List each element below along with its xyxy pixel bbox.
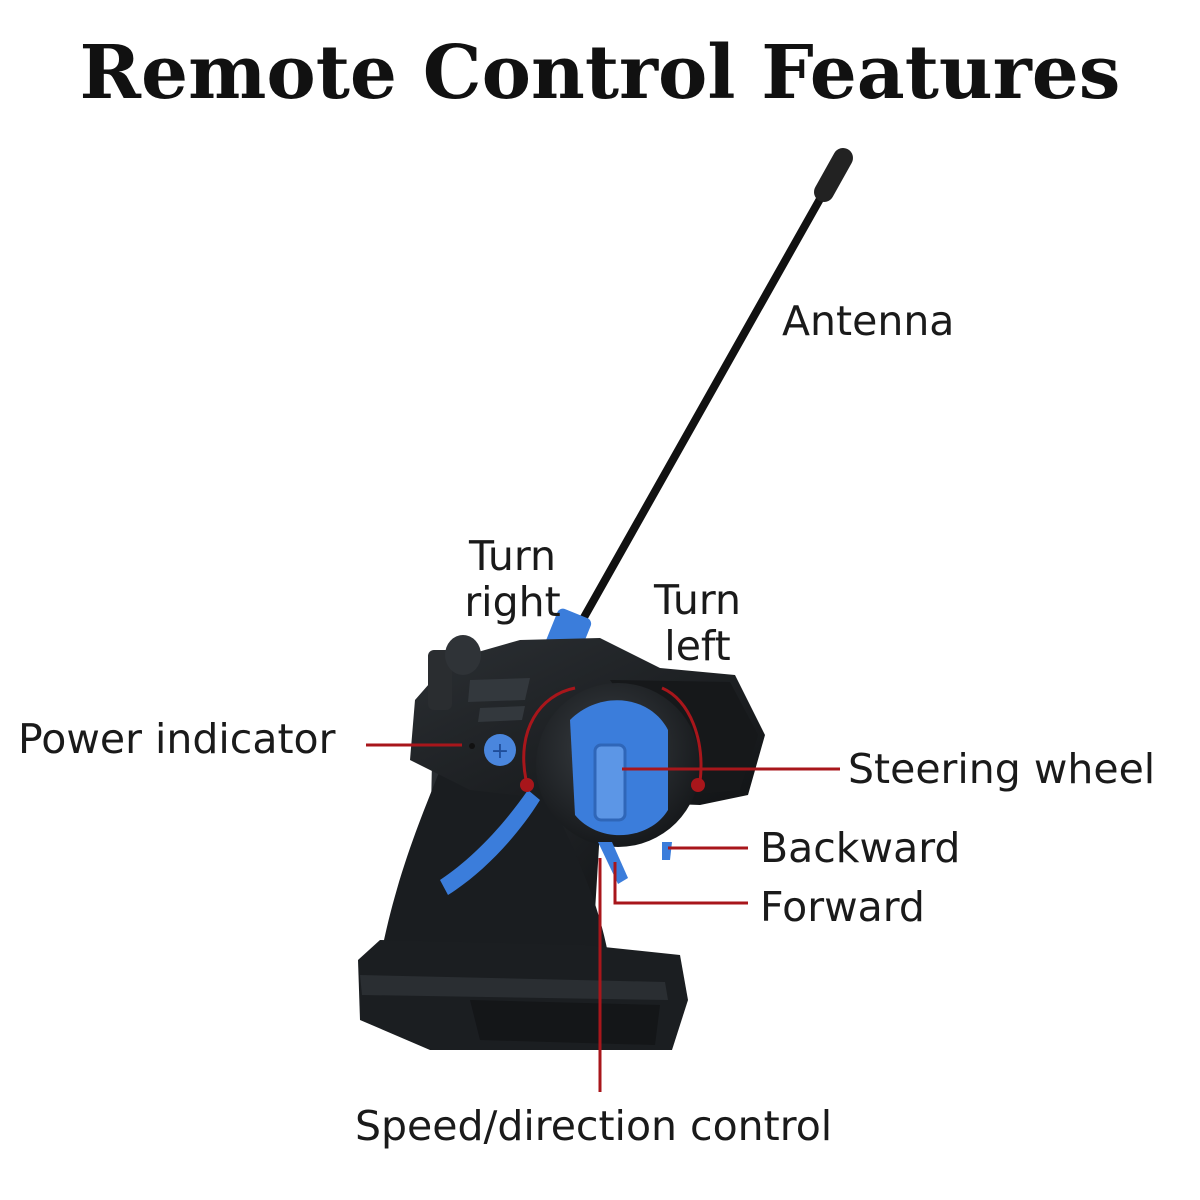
power-indicator-button: +: [469, 734, 516, 766]
remote-body: [358, 638, 765, 1050]
label-antenna: Antenna: [782, 297, 955, 345]
label-speed-direction-control: Speed/direction control: [355, 1102, 833, 1150]
label-turn-left-line1: Turn: [654, 576, 741, 624]
label-turn-right: Turn right: [455, 533, 570, 625]
callout-dots: [520, 778, 705, 792]
label-turn-left-line2: left: [664, 622, 731, 670]
svg-text:+: +: [491, 739, 509, 764]
label-turn-left: Turn left: [640, 577, 755, 669]
top-knob: [428, 635, 481, 710]
label-backward: Backward: [760, 824, 961, 872]
label-steering-wheel: Steering wheel: [848, 745, 1156, 793]
label-turn-right-line2: right: [464, 578, 561, 626]
callout-lines: [366, 686, 840, 1092]
antenna-rod: [574, 148, 853, 632]
steering-wheel: [536, 683, 700, 847]
page-title: Remote Control Features: [79, 30, 1121, 116]
label-turn-right-line1: Turn: [469, 532, 556, 580]
label-power-indicator: Power indicator: [18, 715, 336, 763]
label-forward: Forward: [760, 883, 925, 931]
